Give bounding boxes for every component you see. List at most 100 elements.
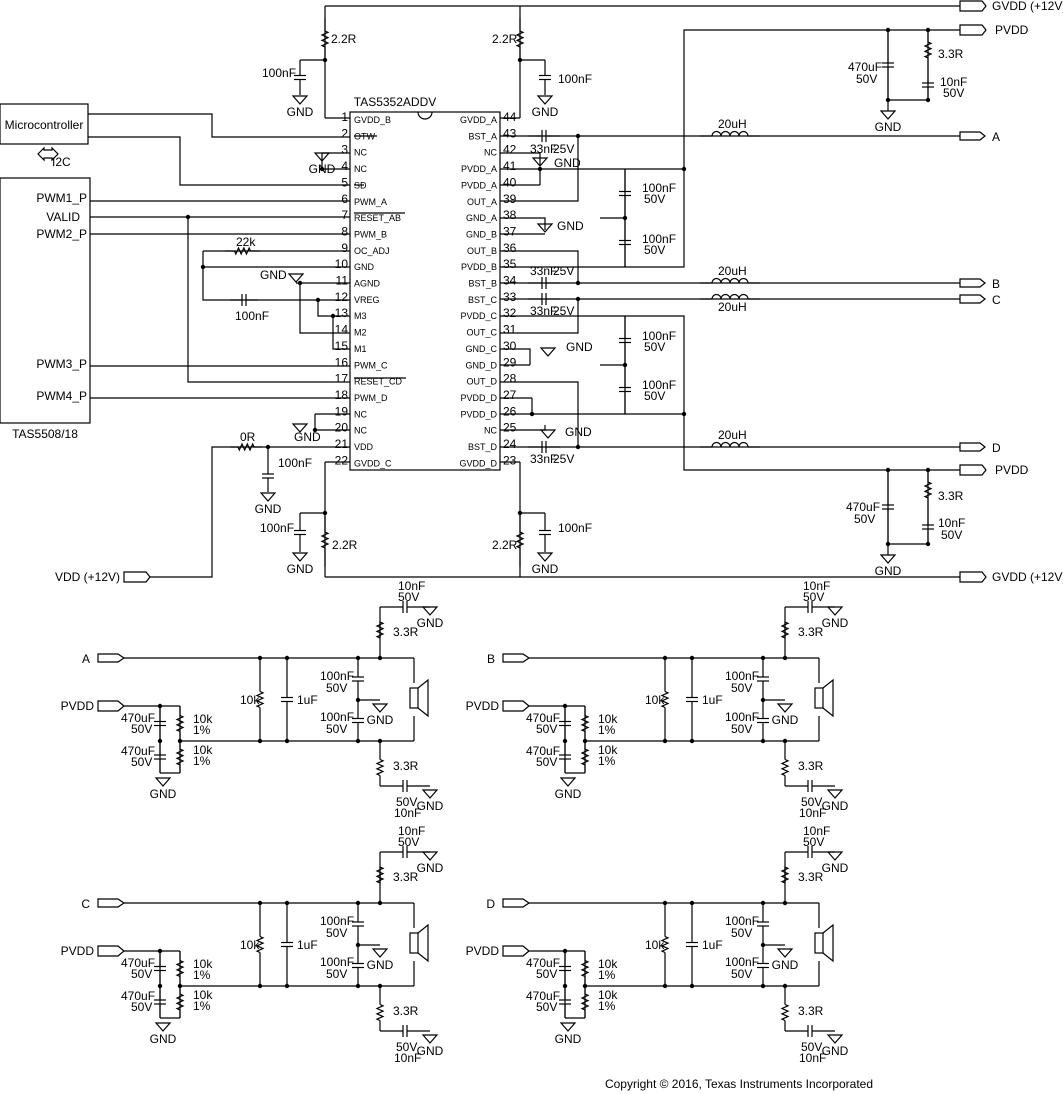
pin-name: GND_B: [466, 229, 497, 239]
junction-dot: [355, 697, 361, 703]
ground-symbol: GND: [287, 552, 314, 576]
value-label: 100nF: [725, 669, 759, 683]
junction-dot: [529, 411, 535, 417]
value-label: 20uH: [718, 300, 747, 314]
pin-number: 2: [341, 126, 348, 140]
ground-triangle: [826, 789, 844, 799]
junction-dot: [782, 655, 788, 661]
pin-name: M3: [354, 311, 367, 321]
pin-number: 31: [503, 323, 517, 337]
ground-triangle: [291, 95, 309, 105]
pvdd-port-arrow: [97, 945, 125, 957]
value-label: 50V: [731, 722, 752, 736]
value-label: 470uF: [121, 956, 155, 970]
junction-dot: [885, 97, 891, 103]
pin-name: OUT_D: [466, 377, 497, 387]
pin-number: 37: [503, 224, 517, 238]
pin-number: 42: [503, 143, 517, 157]
value-label: 33nF: [530, 264, 557, 278]
signal-pwm4: PWM4_P: [36, 389, 87, 403]
value-label: 50V: [801, 1040, 822, 1054]
junction-dot: [355, 738, 361, 744]
snubber-capacitor-bottom: [352, 945, 364, 986]
pin-number: 30: [503, 339, 517, 353]
value-label: 10nF: [940, 75, 967, 89]
value-label: 470uF: [526, 744, 560, 758]
right-pin-group: 44GVDD_A43BST_A42NC41PVDD_A40PVDD_A39OUT…: [459, 110, 516, 468]
value-label: 50V: [131, 1000, 152, 1014]
ground-label: GND: [287, 562, 314, 576]
resistor-zigzag: [923, 41, 933, 59]
value-label: 50V: [536, 967, 557, 981]
pin-name: GND_A: [466, 213, 497, 223]
resistor-zigzag: [580, 748, 590, 766]
pwm-modulator: TAS5508/18 PWM1_P VALID PWM2_P PWM3_P PW…: [0, 177, 91, 441]
junction-dot: [575, 444, 581, 450]
resistor-zigzag: [515, 531, 525, 549]
ground-label: GND: [555, 787, 582, 801]
value-label: 50V: [326, 681, 347, 695]
value-label: 10nF: [938, 516, 965, 530]
ground-label: GND: [554, 156, 581, 170]
ground-triangle: [826, 851, 844, 861]
value-label: 50V: [731, 967, 752, 981]
pvdd-snubber-capacitor-2: [922, 510, 934, 544]
snubber-capacitor-bottom: [757, 945, 769, 986]
junction-dot: [257, 738, 263, 744]
bulk-capacitor-top: [559, 706, 571, 741]
value-label: 50V: [131, 722, 152, 736]
pin-name: VDD: [354, 442, 374, 452]
pin-number: 7: [341, 208, 348, 222]
ground-triangle: [776, 948, 794, 958]
value-label: 50V: [396, 1040, 417, 1054]
load-resistor: [660, 903, 670, 986]
signal-pwm3: PWM3_P: [36, 357, 87, 371]
pin-number: 4: [341, 159, 348, 173]
pin-number: 5: [341, 175, 348, 189]
snubber-capacitor-10n-bottom: [785, 1025, 835, 1037]
value-label: 25V: [553, 452, 574, 466]
ground-triangle: [313, 152, 331, 162]
ground-label: GND: [875, 564, 902, 578]
value-label: 1%: [598, 754, 616, 768]
out-a-inductor: [700, 130, 760, 137]
pvdd-port-label: PVDD: [466, 699, 500, 713]
resistor-zigzag: [175, 748, 185, 766]
pin-name: GVDD_D: [459, 458, 497, 468]
pvdd-bulk-capacitor: [882, 30, 894, 100]
port-label: A: [992, 130, 1000, 144]
junction-dot: [689, 738, 695, 744]
junction-dot: [760, 942, 766, 948]
value-label: 10k: [598, 712, 618, 726]
ground-triangle: [539, 347, 557, 357]
microcontroller: Microcontroller: [0, 103, 89, 145]
junction-dot: [284, 900, 290, 906]
value-label: 100nF: [558, 521, 592, 535]
value-label: 1uF: [702, 938, 723, 952]
value-label: 50V: [731, 681, 752, 695]
pvdd-port-arrow: [502, 945, 530, 957]
ground-symbol: [539, 429, 557, 439]
pin-name: OUT_A: [467, 197, 497, 207]
i2c-bus: I2C: [37, 146, 71, 169]
value-label: 470uF: [121, 744, 155, 758]
snubber-resistor-top: [780, 610, 790, 650]
ground-label: GND: [417, 861, 444, 875]
junction-dot: [322, 510, 328, 516]
value-label: 20uH: [718, 264, 747, 278]
pvdd-a-capacitor: [619, 169, 631, 218]
pin-name: OUT_B: [467, 246, 497, 256]
gvdd-a-capacitor: [539, 60, 551, 95]
value-label: 10k: [598, 988, 618, 1002]
junction-dot: [760, 738, 766, 744]
modulator-label: TAS5508/18: [12, 427, 78, 441]
pvdd-port-arrow: [97, 700, 125, 712]
vdd-label: VDD (+12V): [55, 570, 120, 584]
snubber-resistor-top: [375, 610, 385, 650]
ground-label: GND: [150, 1032, 177, 1046]
ground-label: GND: [150, 787, 177, 801]
resistor-zigzag: [923, 481, 933, 499]
speaker-cone: [822, 678, 834, 718]
ground-triangle: [879, 110, 897, 120]
